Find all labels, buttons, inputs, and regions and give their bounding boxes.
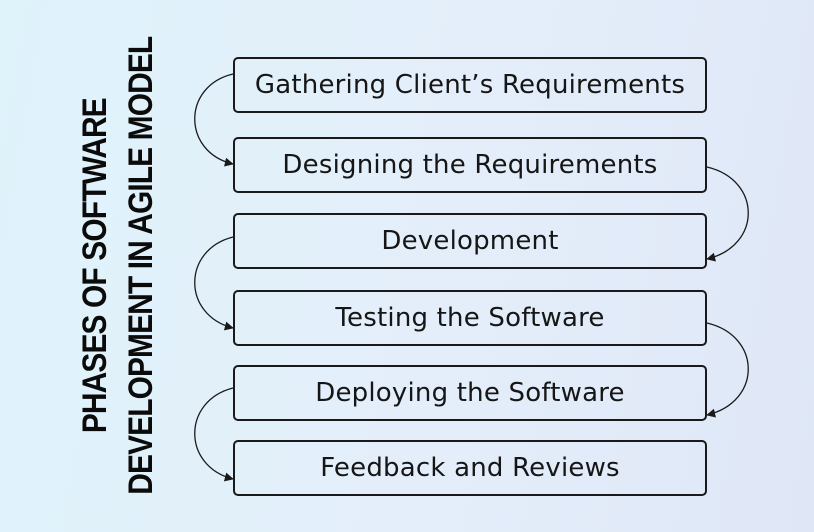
phase-label: Feedback and Reviews (320, 453, 620, 483)
phase-box-designing-requirements: Designing the Requirements (233, 137, 707, 193)
connector-arrow-2-3 (706, 166, 749, 262)
phase-box-testing: Testing the Software (233, 290, 707, 346)
phase-box-development: Development (233, 213, 707, 269)
connector-arrow-4-5 (706, 322, 749, 418)
phase-label: Designing the Requirements (282, 150, 658, 180)
phase-box-feedback: Feedback and Reviews (233, 440, 707, 496)
connector-arrow-1-2 (194, 73, 234, 167)
title-line-2: DEVELOPMENT IN AGILE MODEL (122, 36, 160, 496)
phase-label: Deploying the Software (315, 378, 625, 408)
phase-label: Testing the Software (335, 303, 605, 333)
connector-arrow-5-6 (194, 387, 234, 482)
title-line-1: PHASES OF SOFTWARE (76, 98, 114, 434)
connector-arrow-3-4 (194, 236, 234, 331)
phase-label: Development (381, 226, 559, 256)
phase-box-deploying: Deploying the Software (233, 365, 707, 421)
phase-label: Gathering Client’s Requirements (254, 70, 686, 100)
diagram-title: PHASES OF SOFTWARE DEVELOPMENT IN AGILE … (70, 37, 166, 495)
phase-box-gathering-requirements: Gathering Client’s Requirements (233, 57, 707, 113)
